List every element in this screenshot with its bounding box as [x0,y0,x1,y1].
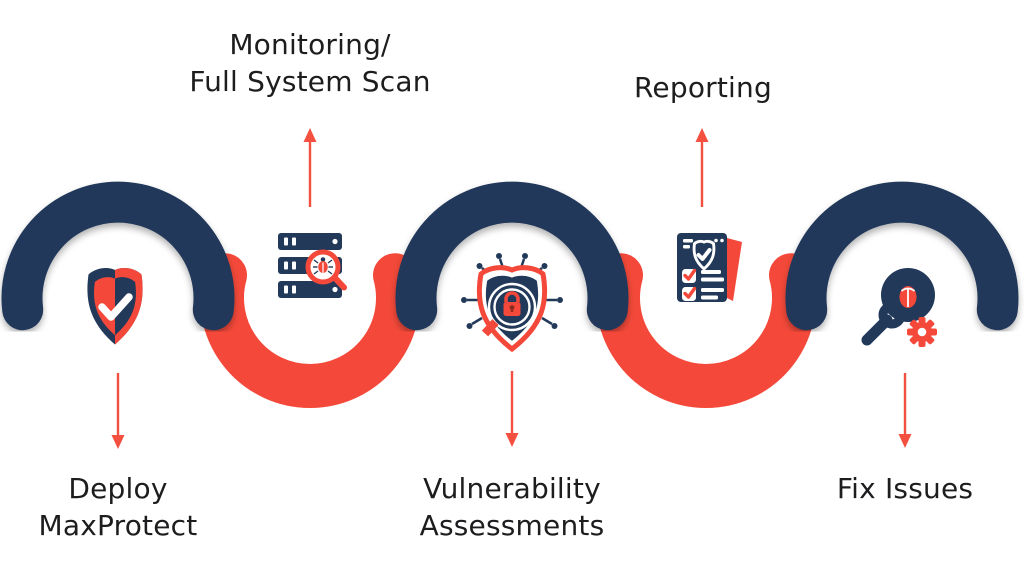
report-back-page [727,238,742,301]
arrow-vulnerability-down [505,371,519,447]
lens-outer-ring [487,282,537,332]
label-vulnerability-assessments: Vulnerability Assessments [352,471,672,545]
label-line: Monitoring/ [229,28,391,61]
path-navy-segment-1 [1,181,235,331]
path-navy-segment-3 [785,181,1019,331]
label-monitoring-full-system-scan: Monitoring/ Full System Scan [150,27,470,101]
label-line: Deploy [68,472,168,505]
label-line: Reporting [634,71,772,104]
bug-magnifier [305,249,347,291]
arrow-deploy-down [111,373,125,449]
label-line: Full System Scan [189,64,431,98]
wrench-bug-gear-icon [861,268,937,347]
shield-check-icon [87,268,143,345]
process-path [1,181,1019,408]
checkmark-glyph [98,293,133,321]
magnifier-handle [481,319,499,337]
label-reporting: Reporting [543,70,863,107]
bug-glyph [313,257,333,275]
label-fix-issues: Fix Issues [745,471,1024,508]
label-line: Assessments [419,508,605,542]
checklist-row-1 [682,268,724,283]
bug-glyph-large [891,277,925,310]
label-deploy-maxprotect: Deploy MaxProtect [0,471,278,545]
wrench-glyph [861,301,906,346]
label-line: Fix Issues [836,472,974,505]
label-line: MaxProtect [38,508,198,542]
lens-inner-ring [493,288,531,326]
path-navy-segment-2 [395,181,629,331]
server-bars [278,233,342,298]
lock-glyph [503,291,521,316]
arrow-reporting-up [695,128,709,207]
arrow-monitoring-up [303,128,317,207]
checklist-row-2 [682,286,724,301]
report-checklist-icon [677,233,742,302]
server-scan-icon [278,233,347,298]
report-shield-emblem [692,239,716,271]
shield-lock-magnifier-icon [461,253,563,349]
label-line: Vulnerability [423,472,601,505]
arrow-fix-down [898,373,912,448]
gear-glyph [907,317,937,347]
